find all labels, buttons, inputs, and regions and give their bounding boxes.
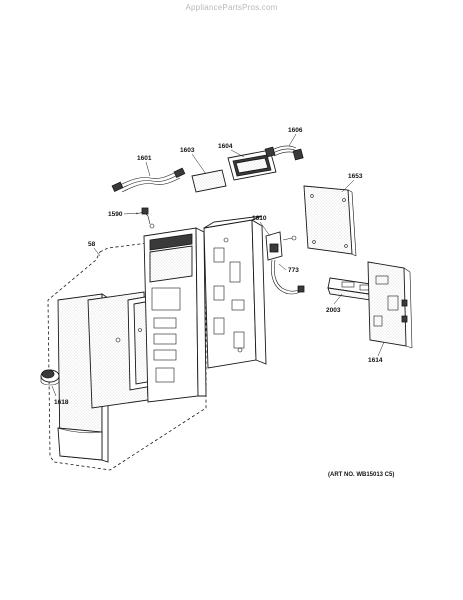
callout-1618: 1618 [54, 399, 69, 406]
callout-1606: 1606 [288, 127, 303, 134]
watermark: AppliancePartsPros.com [185, 3, 278, 12]
callout-1653: 1653 [348, 173, 363, 180]
rear-bracket-frame [203, 215, 267, 369]
wire-harness-1601 [111, 167, 186, 193]
bracket-1610 [265, 231, 297, 261]
wire-773 [270, 259, 305, 295]
callout-58: 58 [88, 241, 96, 248]
callout-2003: 2003 [326, 307, 341, 314]
display-1604 [227, 149, 277, 181]
callout-1610: 1610 [252, 215, 267, 222]
callout-1614: 1614 [368, 357, 383, 364]
connector-1590 [135, 207, 155, 229]
callout-773: 773 [288, 267, 299, 274]
control-housing-front [143, 227, 207, 403]
callout-1601: 1601 [137, 155, 152, 162]
callout-1603: 1603 [180, 147, 195, 154]
knob-1618 [40, 369, 60, 386]
art-number: (ART NO. WB15013 C5) [328, 472, 394, 478]
control-board-1614 [367, 261, 413, 349]
board-cover-1653 [303, 185, 357, 257]
callout-1604: 1604 [218, 143, 233, 150]
display-window-1603 [191, 169, 227, 193]
wire-harness-1606 [264, 145, 304, 161]
callout-1590: 1590 [108, 211, 123, 218]
